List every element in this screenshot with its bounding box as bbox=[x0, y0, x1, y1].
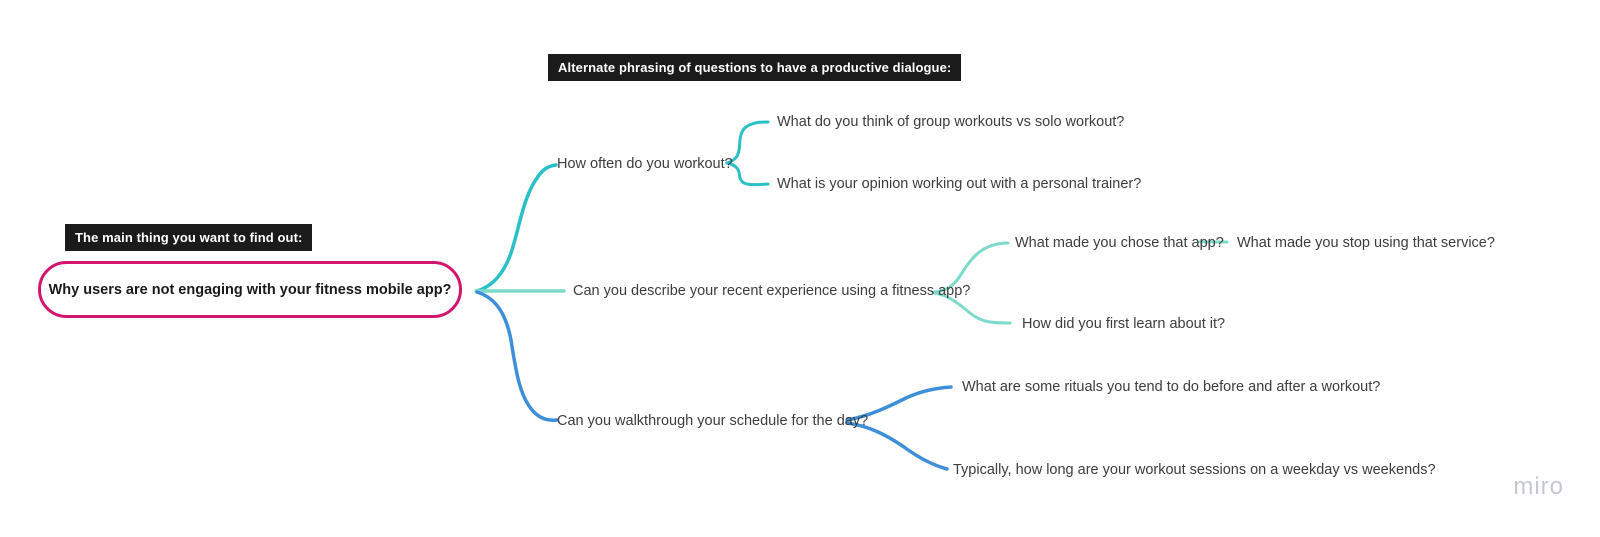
mindmap-root-node[interactable]: Why users are not engaging with your fit… bbox=[38, 261, 462, 318]
mindmap-node-branch3[interactable]: Can you walkthrough your schedule for th… bbox=[557, 413, 869, 429]
mindmap-node-branch3-child2[interactable]: Typically, how long are your workout ses… bbox=[953, 462, 1436, 478]
mindmap-node-branch2-grandchild1[interactable]: What made you stop using that service? bbox=[1237, 235, 1495, 251]
mindmap-node-branch1-child1[interactable]: What do you think of group workouts vs s… bbox=[777, 114, 1125, 130]
connector-branch3-child1 bbox=[845, 385, 953, 422]
mindmap-node-branch2[interactable]: Can you describe your recent experience … bbox=[573, 283, 971, 299]
connector-branch1-child2 bbox=[725, 161, 770, 187]
annotation-label-main-thing[interactable]: The main thing you want to find out: bbox=[65, 224, 313, 251]
mindmap-node-branch2-child1[interactable]: What made you chose that app? bbox=[1015, 235, 1224, 251]
mindmap-node-branch1[interactable]: How often do you workout? bbox=[557, 156, 733, 172]
mindmap-node-branch3-child1[interactable]: What are some rituals you tend to do bef… bbox=[962, 379, 1381, 395]
connector-branch1-child1 bbox=[725, 120, 770, 165]
annotation-label-alternate-phrasing[interactable]: Alternate phrasing of questions to have … bbox=[548, 54, 962, 81]
connector-branch2-child2 bbox=[932, 291, 1012, 325]
connector-root-branch3 bbox=[475, 290, 559, 422]
connector-branch3-child2 bbox=[845, 421, 949, 471]
connector-root-branch1 bbox=[475, 163, 558, 293]
mindmap-node-branch2-child2[interactable]: How did you first learn about it? bbox=[1022, 316, 1226, 332]
connector-branch2-child1 bbox=[932, 241, 1010, 294]
mindmap-node-branch1-child2[interactable]: What is your opinion working out with a … bbox=[777, 176, 1142, 192]
miro-logo-watermark: miro bbox=[1513, 473, 1564, 500]
